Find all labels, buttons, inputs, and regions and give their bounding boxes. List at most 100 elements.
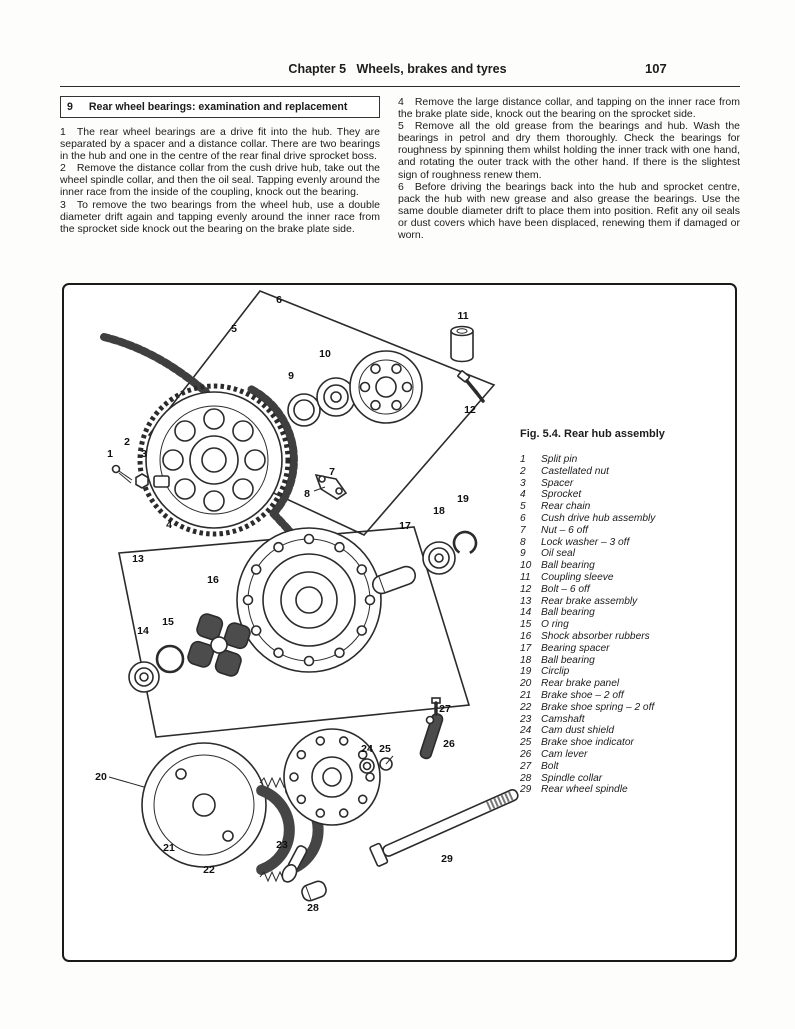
- oil-seal-drawing: [287, 393, 321, 427]
- part-name: Brake shoe spring – 2 off: [541, 701, 655, 713]
- part-name: Castellated nut: [541, 465, 609, 477]
- part-name: Rear brake panel: [541, 678, 620, 690]
- part-name: Rear brake assembly: [541, 595, 638, 607]
- part-number: 25: [520, 737, 532, 749]
- ball-bearing-18-drawing: [422, 541, 456, 575]
- figure-callout-number: 28: [307, 902, 319, 914]
- part-name: Split pin: [541, 454, 578, 465]
- part-number: 7: [520, 524, 526, 536]
- parts-list-item: 22 Brake shoe spring – 2 off: [520, 702, 734, 714]
- section-title: Rear wheel bearings: examination and rep…: [88, 101, 348, 113]
- figure-callout-number: 13: [132, 553, 144, 565]
- figure-callout-number: 11: [457, 310, 468, 322]
- part-name: Lock washer – 3 off: [541, 536, 630, 548]
- bolt-27-drawing: [431, 697, 441, 716]
- paragraph-text: To remove the two bearings from the whee…: [60, 198, 380, 235]
- figure-callout-number: 12: [464, 404, 476, 416]
- part-number: 6: [520, 512, 526, 524]
- rear-wheel-spindle-drawing: [369, 789, 519, 867]
- page-number: 107: [645, 61, 667, 76]
- part-number: 23: [520, 713, 532, 725]
- part-number: 14: [520, 607, 532, 619]
- part-number: 12: [520, 583, 532, 595]
- part-number: 11: [520, 571, 531, 583]
- header-rule: [60, 86, 740, 87]
- figure-callout-number: 9: [288, 370, 294, 382]
- paragraph-number: 3: [60, 198, 66, 211]
- figure-callout-number: 7: [329, 466, 335, 478]
- figure-callout-number: 24: [361, 743, 373, 755]
- figure-callout-number: 27: [439, 703, 451, 715]
- part-name: Rear wheel spindle: [541, 784, 628, 796]
- part-name: Sprocket: [541, 489, 582, 501]
- part-name: Circlip: [541, 666, 570, 678]
- part-name: Shock absorber rubbers: [541, 630, 650, 642]
- camshaft-drawing: [281, 845, 308, 883]
- part-number: 1: [520, 454, 526, 465]
- sprocket-drawing: [137, 383, 291, 537]
- part-number: 21: [520, 689, 532, 701]
- figure-callout-number: 5: [231, 323, 237, 335]
- figure-callout-number: 8: [304, 488, 310, 500]
- figure-callout-number: 21: [163, 842, 175, 854]
- figure-callout-number: 17: [399, 520, 411, 532]
- figure-callout-number: 3: [141, 448, 147, 460]
- paragraph-number: 6: [398, 180, 404, 193]
- chapter-header: Chapter 5 Wheels, brakes and tyres: [288, 62, 507, 76]
- figure-callout-number: 22: [203, 864, 215, 876]
- shock-absorber-rubbers-drawing: [187, 613, 251, 677]
- part-name: Camshaft: [541, 713, 585, 725]
- parts-list-item: 27 Bolt: [520, 761, 734, 773]
- figure-callout-number: 29: [441, 853, 453, 865]
- figure-callout-number: 1: [107, 448, 113, 460]
- part-number: 13: [520, 595, 532, 607]
- group-outline-cush-assembly: [147, 290, 496, 536]
- figure-callout-number: 26: [443, 738, 455, 750]
- part-number: 5: [520, 501, 526, 513]
- part-number: 9: [520, 548, 526, 560]
- part-number: 27: [520, 760, 532, 772]
- brake-indicator-drawing: [379, 755, 394, 771]
- part-name: Bearing spacer: [541, 642, 610, 654]
- part-name: Oil seal: [541, 548, 575, 560]
- paragraph-text: Remove all the old grease from the beari…: [398, 120, 740, 181]
- part-number: 28: [520, 772, 532, 784]
- part-name: Bolt: [541, 760, 559, 772]
- coupling-sleeve-drawing: [450, 325, 474, 363]
- figure-callout-number: 20: [95, 771, 107, 783]
- paragraph-number: 2: [60, 162, 66, 175]
- lock-washer-nut-drawing: [314, 473, 348, 500]
- figure-callout-number: 16: [207, 574, 219, 586]
- figure-callout-number: 25: [379, 743, 391, 755]
- part-name: Rear chain: [541, 501, 591, 513]
- parts-list-item: 1 Split pin: [520, 454, 734, 466]
- parts-list-item: 29 Rear wheel spindle: [520, 784, 734, 796]
- part-name: Cush drive hub assembly: [541, 512, 656, 524]
- part-name: Ball bearing: [541, 560, 595, 572]
- part-name: Ball bearing: [541, 654, 595, 666]
- cush-drive-hub-drawing: [349, 350, 423, 424]
- part-number: 29: [520, 784, 532, 796]
- part-number: 8: [520, 536, 526, 548]
- paragraph-text: The rear wheel bearings are a drive fit …: [60, 126, 380, 163]
- part-number: 22: [520, 701, 532, 713]
- leader-lines: [108, 486, 326, 788]
- bolt-12-drawing: [457, 370, 485, 403]
